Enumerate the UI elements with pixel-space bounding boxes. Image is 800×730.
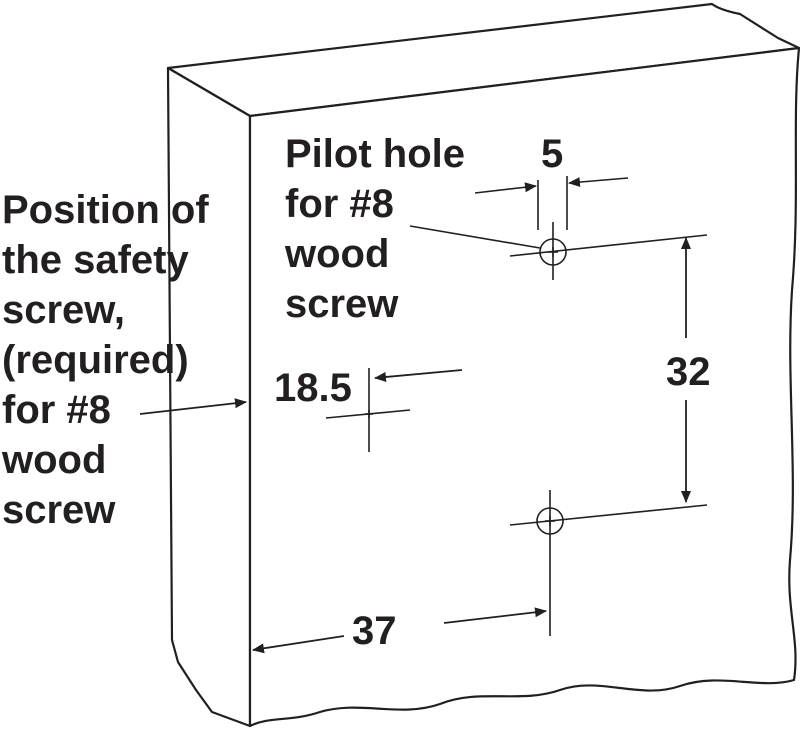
dimension-37-label: 37 bbox=[352, 609, 397, 653]
safety-label-line-1: Position of bbox=[2, 188, 209, 232]
pilot-label-line-4: screw bbox=[285, 282, 399, 326]
pilot-label-line-3: wood bbox=[285, 232, 390, 276]
dimension-18-5-label: 18.5 bbox=[274, 366, 352, 410]
top-pilot-hole bbox=[509, 222, 708, 280]
safety-screw-mark bbox=[325, 368, 411, 452]
dimension-5-label: 5 bbox=[541, 132, 564, 176]
dimension-37-lines bbox=[252, 607, 547, 654]
dimension-32-label: 32 bbox=[666, 350, 711, 394]
bottom-pilot-hole bbox=[509, 490, 708, 636]
panel-outline bbox=[166, 2, 800, 728]
dimension-18-5-arrow bbox=[374, 369, 463, 382]
dimension-5-lines bbox=[474, 176, 629, 230]
safety-label-line-6: wood bbox=[2, 438, 107, 482]
safety-label-line-7: screw bbox=[2, 488, 116, 532]
safety-leader-arrow bbox=[139, 398, 247, 415]
safety-label-line-3: screw, bbox=[2, 288, 126, 332]
pilot-label-line-2: for #8 bbox=[285, 182, 394, 226]
safety-label-line-2: the safety bbox=[2, 238, 189, 282]
pilot-label-line-1: Pilot hole bbox=[285, 132, 465, 176]
safety-label-line-4: (required) bbox=[2, 338, 189, 382]
safety-label-line-5: for #8 bbox=[2, 388, 111, 432]
pilot-leader-line bbox=[409, 225, 541, 249]
